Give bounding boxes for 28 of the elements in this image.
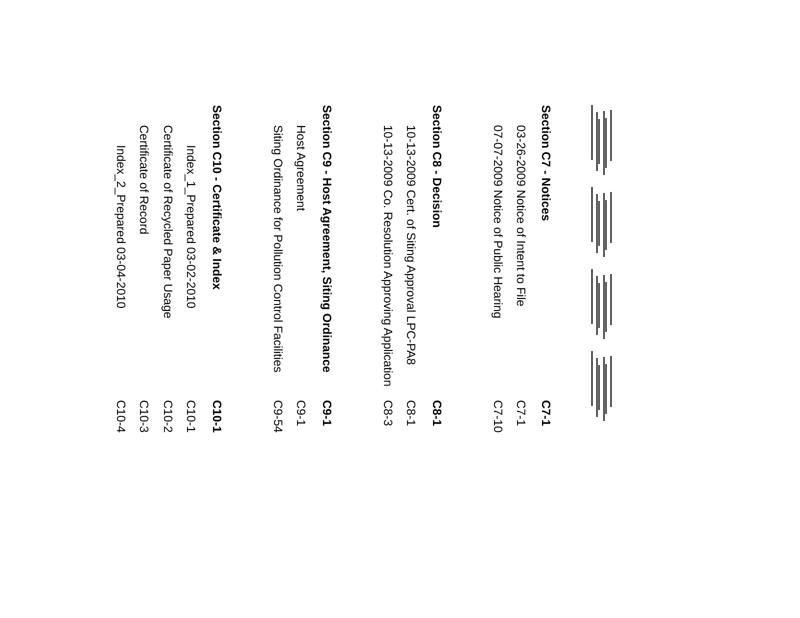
page-number: C9-54 [271,400,285,433]
index-entry: Certificate of Recycled Paper Usage [161,125,175,318]
page-number: C10-1 [210,400,224,433]
page-number: C7-1 [514,400,528,426]
page-number: C7-10 [491,400,505,433]
page-number: C9-1 [320,400,334,426]
index-entry: Index_2_Prepared 03-04-2010 [114,145,128,308]
section-heading: Section C8 - Decision [430,105,444,228]
index-entry: 03-26-2009 Notice of Intent to File [514,125,528,306]
page-number: C9-1 [294,400,308,426]
index-entry: Index_1_Prepared 03-02-2010 [184,145,198,308]
page-number: C10-4 [114,400,128,433]
index-entry: 10-13-2009 Cert. of Siting Approval LPC-PA8 [404,125,418,365]
page-number: C10-1 [184,400,198,433]
index-entry: Certificate of Record [137,125,151,234]
index-entry: Siting Ordinance for Pollution Control Facilities [271,125,285,372]
index-entry: Host Agreement [294,125,308,212]
page-number: C10-3 [137,400,151,433]
page-number: C8-1 [404,400,418,426]
page-number: C8-3 [381,400,395,426]
index-entry: 10-13-2009 Co. Resolution Approving Application [381,125,395,387]
section-heading: Section C10 - Certificate & Index [210,105,224,290]
section-heading: Section C9 - Host Agreement, Siting Ordinance [320,105,334,373]
page-number: C7-1 [539,400,553,426]
page-number: C10-2 [161,400,175,433]
section-heading: Section C7 - Notices [539,105,553,222]
index-entry: 07-07-2009 Notice of Public Hearing [491,125,505,318]
page-number: C8-1 [430,400,444,426]
